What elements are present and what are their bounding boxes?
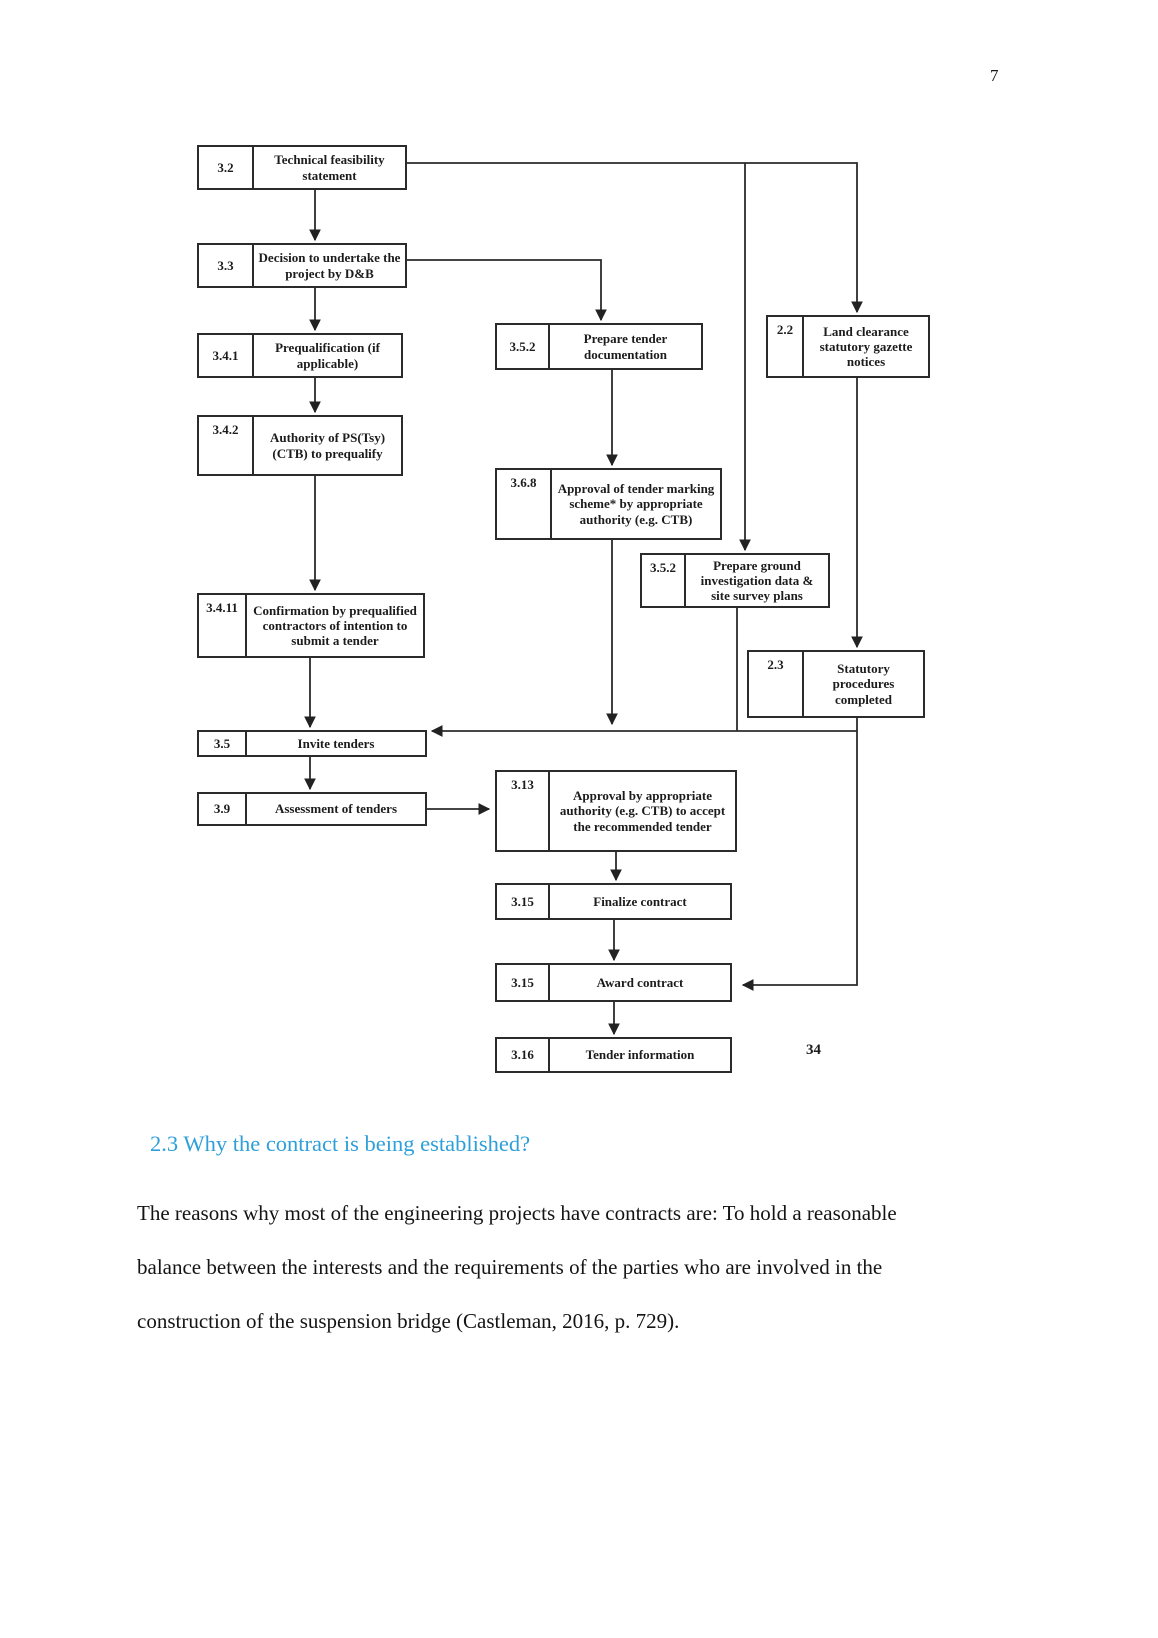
- tender-process-flowchart: 3.2 Technical feasibility statement 3.3 …: [197, 145, 930, 1073]
- flow-box-number: 3.5: [199, 732, 247, 755]
- flow-box-3-13: 3.13 Approval by appropriate authority (…: [495, 770, 737, 852]
- flow-box-number: 3.4.2: [199, 417, 254, 474]
- flow-box-number: 3.15: [497, 885, 550, 918]
- flow-box-3-15-award: 3.15 Award contract: [495, 963, 732, 1002]
- flow-box-label: Tender information: [585, 1047, 695, 1063]
- flow-box-number: 3.15: [497, 965, 550, 1000]
- flow-box-number: 3.13: [497, 772, 550, 850]
- paragraph-line: balance between the interests and the re…: [137, 1255, 883, 1279]
- flow-box-number: 3.4.11: [199, 595, 247, 656]
- flow-box-label: Technical feasibility statement: [274, 152, 385, 183]
- flow-box-3-5-2-documentation: 3.5.2 Prepare tender documentation: [495, 323, 703, 370]
- flow-box-label: Authority of PS(Tsy) (CTB) to prequalify: [269, 430, 386, 461]
- flow-box-2-3: 2.3 Statutory procedures completed: [747, 650, 925, 718]
- flow-box-label: Prequalification (if applicable): [275, 340, 380, 371]
- flow-box-label: Approval by appropriate authority (e.g. …: [559, 788, 726, 834]
- flow-box-3-6-8: 3.6.8 Approval of tender marking scheme*…: [495, 468, 722, 540]
- flow-box-label: Approval of tender marking scheme* by ap…: [557, 481, 715, 527]
- flow-box-number: 3.16: [497, 1039, 550, 1071]
- flow-box-label: Invite tenders: [297, 735, 375, 751]
- flow-box-label: Statutory procedures completed: [832, 661, 895, 707]
- flow-box-3-4-2: 3.4.2 Authority of PS(Tsy) (CTB) to preq…: [197, 415, 403, 476]
- flow-box-number: 2.2: [768, 317, 804, 376]
- flow-box-label: Decision to undertake the project by D&B: [258, 250, 401, 281]
- flow-box-3-16: 3.16 Tender information: [495, 1037, 732, 1073]
- flow-box-number: 3.9: [199, 794, 247, 824]
- figure-page-number: 34: [806, 1042, 821, 1058]
- paragraph-line: The reasons why most of the engineering …: [137, 1201, 897, 1225]
- flow-box-3-4-1: 3.4.1 Prequalification (if applicable): [197, 333, 403, 378]
- flow-box-3-5: 3.5 Invite tenders: [197, 730, 427, 757]
- flow-box-3-3: 3.3 Decision to undertake the project by…: [197, 243, 407, 288]
- flow-connectors: [304, 162, 863, 1036]
- flow-box-3-2: 3.2 Technical feasibility statement: [197, 145, 407, 190]
- flow-box-number: 3.6.8: [497, 470, 552, 538]
- flow-box-label: Finalize contract: [593, 893, 687, 909]
- flow-box-number: 3.4.1: [199, 335, 254, 376]
- paragraph-line: construction of the suspension bridge (C…: [137, 1309, 680, 1333]
- flow-box-label: Land clearance statutory gazette notices: [819, 323, 913, 370]
- flow-box-label: Award contract: [596, 974, 684, 990]
- page-number: 7: [990, 66, 999, 85]
- flow-box-2-2: 2.2 Land clearance statutory gazette not…: [766, 315, 930, 378]
- flow-box-3-9: 3.9 Assessment of tenders: [197, 792, 427, 826]
- section-heading: 2.3 Why the contract is being establishe…: [150, 1131, 531, 1156]
- flow-box-number: 3.2: [199, 147, 254, 188]
- flow-box-label: Assessment of tenders: [274, 801, 398, 817]
- flow-box-number: 3.5.2: [642, 555, 686, 606]
- flow-box-3-5-2-ground: 3.5.2 Prepare ground investigation data …: [640, 553, 830, 608]
- flow-box-3-4-11: 3.4.11 Confirmation by prequalified cont…: [197, 593, 425, 658]
- flow-box-number: 2.3: [749, 652, 804, 716]
- flow-box-3-15-finalize: 3.15 Finalize contract: [495, 883, 732, 920]
- flow-box-label: Prepare tender documentation: [583, 331, 668, 362]
- flow-box-label: Confirmation by prequalified contractors…: [253, 602, 417, 649]
- body-paragraph: The reasons why most of the engineering …: [137, 1186, 997, 1348]
- flow-box-label: Prepare ground investigation data & site…: [700, 557, 814, 604]
- flow-box-number: 3.5.2: [497, 325, 550, 368]
- flow-box-number: 3.3: [199, 245, 254, 286]
